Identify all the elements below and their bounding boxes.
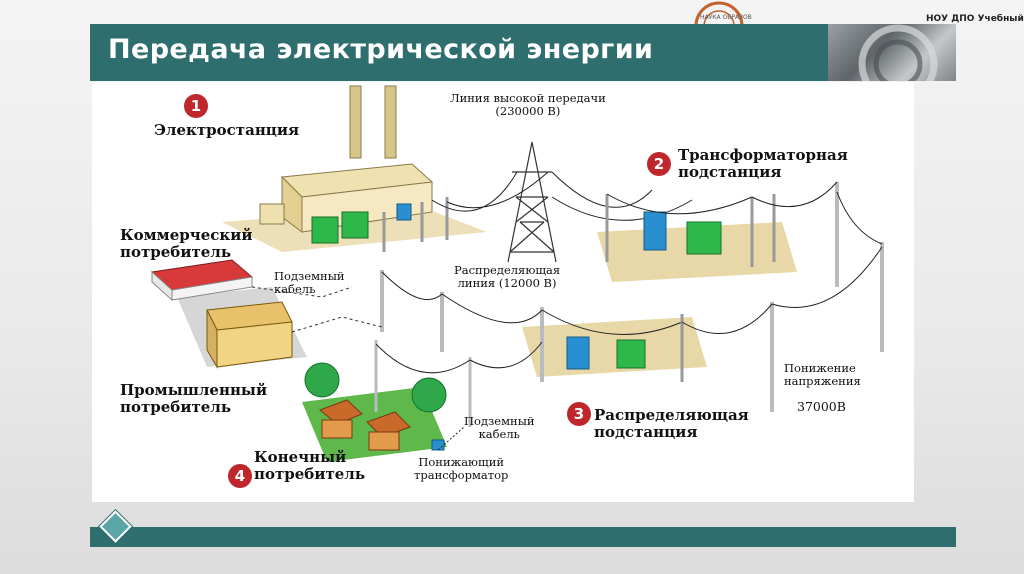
substation-2-transformer-green (686, 221, 722, 255)
title-bar (90, 24, 828, 81)
tree-2 (411, 377, 447, 413)
industrial-front (216, 321, 293, 368)
step-badge-4: 4 (228, 464, 252, 488)
chimney-1 (349, 85, 362, 159)
plant-insulator (396, 203, 412, 221)
step-down-transformer-box (431, 439, 445, 451)
step-badge-2: 2 (647, 152, 671, 176)
transmission-tower (507, 141, 557, 263)
substation-3-transformer-green (616, 339, 646, 369)
footer-bar (90, 527, 956, 547)
substation-3-ground (522, 317, 707, 377)
logo-text: НАУКА ОБРАЗОВ (700, 14, 752, 21)
substation-2-transformer-blue (643, 211, 667, 251)
diagram-illustration (150, 85, 884, 462)
plant-transformer-1 (311, 216, 339, 244)
step-badge-3: 3 (567, 402, 591, 426)
substation-3-transformer-blue (566, 336, 590, 370)
chimney-2 (384, 85, 397, 159)
voltage-reduction-label: Понижение напряжения (784, 361, 861, 389)
step-1-label: Электростанция (154, 121, 300, 139)
house-1 (321, 419, 353, 439)
commercial-consumer-label: Коммерческий потребитель (120, 226, 253, 262)
industrial-consumer-label: Промышленный потребитель (120, 381, 268, 417)
step-3-label: Распределяющая подстанция (594, 406, 749, 442)
house-2 (368, 431, 400, 451)
logo (694, 1, 744, 26)
high-voltage-line-label: Линия высокой передачи (230000 В) (450, 91, 606, 119)
power-transmission-diagram: 1 Электростанция 2 Трансформаторная подс… (92, 82, 914, 502)
step-badge-1: 1 (184, 94, 208, 118)
house-1-roof (319, 399, 363, 425)
distribution-line-label: Распределяющая линия (12000 В) (454, 263, 561, 291)
corner-image (828, 24, 956, 81)
slide-title: Передача электрической энергии (108, 34, 654, 65)
step-2-label: Трансформаторная подстанция (678, 146, 848, 182)
underground-cable-label-2: Подземный кабель (464, 414, 535, 442)
tree-1 (304, 362, 340, 398)
plant-transformer-2 (341, 211, 369, 239)
underground-cable-label-1: Подземный кабель (274, 269, 345, 297)
power-plant-annex (259, 203, 285, 225)
step-4-label: Конечный потребитель (254, 448, 366, 484)
voltage-value-label: 37000В (797, 399, 846, 414)
step-down-transformer-label: Понижающий трансформатор (414, 455, 509, 483)
org-label: НОУ ДПО Учебный центр (926, 14, 1024, 24)
